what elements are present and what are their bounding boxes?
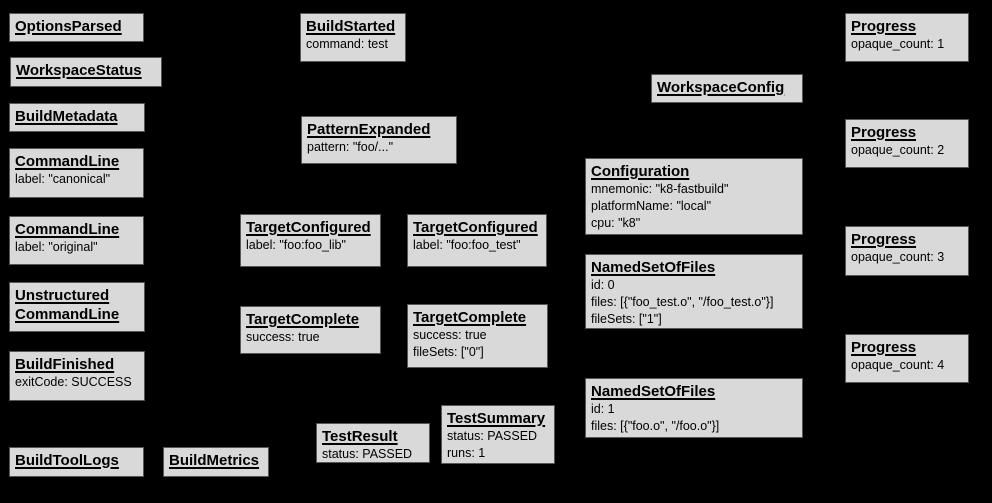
node-pattern-expanded: PatternExpanded pattern: "foo/..." — [301, 116, 457, 164]
node-configuration: Configuration mnemonic: "k8-fastbuild" p… — [585, 158, 803, 235]
node-title: TargetConfigured — [413, 219, 538, 236]
node-title: NamedSetOfFiles — [591, 383, 716, 400]
node-workspace-status: WorkspaceStatus — [10, 57, 162, 87]
node-title: Unstructured CommandLine — [15, 287, 120, 323]
node-detail: success: true — [246, 330, 320, 344]
node-detail: files: [{"foo.o", "/foo.o"}] — [591, 419, 720, 433]
node-title: TargetConfigured — [246, 219, 371, 236]
node-title: WorkspaceConfig — [657, 79, 785, 96]
node-title: TargetComplete — [246, 311, 360, 328]
node-detail: id: 1 — [591, 402, 615, 416]
node-detail: opaque_count: 1 — [851, 37, 945, 51]
node-title: Configuration — [591, 163, 690, 180]
node-build-started: BuildStarted command: test — [300, 13, 406, 62]
node-build-finished: BuildFinished exitCode: SUCCESS — [9, 351, 145, 401]
node-title: CommandLine — [15, 221, 120, 238]
node-detail: fileSets: ["1"] — [591, 312, 662, 326]
node-title: PatternExpanded — [307, 121, 431, 138]
node-progress-1: Progress opaque_count: 1 — [845, 13, 969, 62]
node-title: OptionsParsed — [15, 18, 122, 35]
node-target-configured-foo-lib: TargetConfigured label: "foo:foo_lib" — [240, 214, 381, 267]
node-build-metadata: BuildMetadata — [9, 103, 145, 132]
node-title: TestSummary — [447, 410, 546, 427]
node-detail: success: true — [413, 328, 487, 342]
node-target-configured-foo-test: TargetConfigured label: "foo:foo_test" — [407, 214, 547, 267]
node-title: BuildMetrics — [169, 452, 260, 469]
node-detail: opaque_count: 2 — [851, 143, 945, 157]
node-detail: id: 0 — [591, 278, 615, 292]
node-title: TargetComplete — [413, 309, 527, 326]
node-title: Progress — [851, 18, 917, 35]
node-title: BuildFinished — [15, 356, 115, 373]
node-detail: files: [{"foo_test.o", "/foo_test.o"}] — [591, 295, 774, 309]
node-title: BuildMetadata — [15, 108, 118, 125]
node-options-parsed: OptionsParsed — [9, 13, 144, 42]
node-named-set-of-files-1: NamedSetOfFiles id: 1 files: [{"foo.o", … — [585, 378, 803, 438]
node-title: Progress — [851, 231, 917, 248]
node-detail: opaque_count: 3 — [851, 250, 945, 264]
node-detail: mnemonic: "k8-fastbuild" — [591, 182, 729, 196]
node-progress-2: Progress opaque_count: 2 — [845, 119, 969, 168]
node-detail: label: "foo:foo_test" — [413, 238, 521, 252]
node-detail: status: PASSED — [322, 447, 413, 461]
node-command-line-original: CommandLine label: "original" — [9, 216, 144, 265]
node-workspace-config: WorkspaceConfig — [651, 74, 803, 103]
node-progress-3: Progress opaque_count: 3 — [845, 226, 969, 276]
node-command-line-canonical: CommandLine label: "canonical" — [9, 148, 144, 198]
node-detail: label: "original" — [15, 240, 98, 254]
node-title: BuildToolLogs — [15, 452, 119, 469]
node-title: BuildStarted — [306, 18, 396, 35]
node-test-summary: TestSummary status: PASSED runs: 1 — [441, 405, 555, 464]
node-detail: status: PASSED — [447, 429, 538, 443]
node-detail: pattern: "foo/..." — [307, 140, 394, 154]
node-build-tool-logs: BuildToolLogs — [9, 447, 144, 477]
node-detail: runs: 1 — [447, 446, 486, 460]
node-build-metrics: BuildMetrics — [163, 447, 269, 477]
node-detail: exitCode: SUCCESS — [15, 375, 132, 389]
node-detail: platformName: "local" — [591, 199, 712, 213]
node-title: NamedSetOfFiles — [591, 259, 716, 276]
node-detail: fileSets: ["0"] — [413, 345, 484, 359]
node-detail: label: "foo:foo_lib" — [246, 238, 346, 252]
node-detail: cpu: "k8" — [591, 216, 641, 230]
node-target-complete-foo-lib: TargetComplete success: true — [240, 306, 381, 354]
node-target-complete-foo-test: TargetComplete success: true fileSets: [… — [407, 304, 548, 368]
node-test-result: TestResult status: PASSED — [316, 423, 430, 463]
node-detail: opaque_count: 4 — [851, 358, 945, 372]
node-title: TestResult — [322, 428, 398, 445]
node-title: CommandLine — [15, 153, 120, 170]
node-title: Progress — [851, 124, 917, 141]
node-title: Progress — [851, 339, 917, 356]
node-progress-4: Progress opaque_count: 4 — [845, 334, 969, 383]
node-title: WorkspaceStatus — [16, 62, 142, 79]
node-detail: label: "canonical" — [15, 172, 111, 186]
node-named-set-of-files-0: NamedSetOfFiles id: 0 files: [{"foo_test… — [585, 254, 803, 329]
node-detail: command: test — [306, 37, 388, 51]
node-unstructured-command-line: Unstructured CommandLine — [9, 282, 145, 332]
